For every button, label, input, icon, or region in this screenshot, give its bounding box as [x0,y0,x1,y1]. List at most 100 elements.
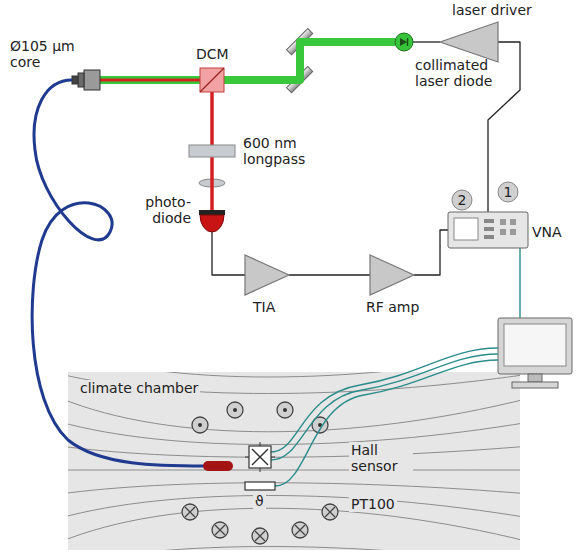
laser-diode: collimated laser diode [395,33,413,51]
field-line [68,372,520,377]
signal-wire [488,42,520,212]
coil-cross [215,525,225,535]
temperature-sensor: PT100 [245,482,275,490]
drawing-part [370,255,414,295]
symbol-label: ϑ [253,493,266,509]
drawing-part [283,408,287,412]
photodiode: photo- diode [199,210,225,232]
drawing-part [504,324,566,366]
drawing-part [260,468,261,472]
temperature-sensor-outline [245,482,275,490]
callout-number: 1 [504,184,513,200]
drawing-part [498,318,572,374]
coil-cross [295,525,305,535]
component-label: PT100 [349,496,397,512]
drawing-part [198,423,202,427]
red-beam [100,79,200,82]
chamber-ground [68,372,520,550]
drawing-part [245,255,289,295]
component-label: TIA [253,299,275,315]
drawing-part [484,227,494,231]
port-circle [498,182,518,202]
longpass-filter-outline [189,145,235,157]
drawing-part [200,68,224,92]
dichroic-mirror: DCM [200,68,224,92]
drawing-part [260,442,261,446]
drawing-part [199,210,225,215]
coil-cross [215,525,225,535]
signal-wire [289,274,370,275]
drawing-part [78,73,84,87]
drawing-part [200,215,224,232]
drawing-part [512,382,558,388]
coil-in [212,522,228,538]
coil-cross [185,507,195,517]
fiber-tip [203,461,233,471]
coil-cross [255,531,265,541]
component-label: climate chamber [78,380,200,396]
drawing-part [454,218,478,240]
coil-in [322,504,338,520]
coil-in [182,504,338,544]
drawing-part [227,402,243,418]
signal-wire [212,232,245,275]
component-label: laser driver [452,2,532,18]
drawing-part [395,33,413,51]
drawing-part [200,68,224,92]
network-analyzer: VNA [448,212,528,248]
drawing-part [189,145,235,157]
drawing-part [84,70,100,90]
drawing-part [448,212,528,248]
amplifier-outline [370,255,414,295]
callout-number: 2 [458,192,467,208]
coil-cross [185,507,195,517]
drawing-part [500,219,506,225]
component-label: collimated laser diode [415,57,501,89]
coil-cross [255,531,265,541]
light-beam [224,42,395,80]
climate-chamber: climate chamberHall sensorPT100 [68,372,520,550]
signal-wire [413,41,440,42]
laser-diode-outline [395,33,413,51]
component-label: VNA [532,224,562,240]
drawing-part [440,22,498,62]
dichroic-mirror-outline [200,68,224,92]
coil-in [182,504,198,520]
coil-cross [325,507,335,517]
drawing-part [245,457,249,458]
drawing-part [271,457,275,458]
optical-fiber [32,80,205,466]
drawing-part [72,76,78,84]
component-label: Hall sensor [349,442,413,474]
amplifier-outline [245,255,289,295]
green-beam [100,76,200,84]
fiber-label: Ø105 µm core [10,38,82,70]
drawing-part [484,219,494,223]
hall-sensor: Hall sensor [249,446,271,468]
field-lines [68,372,520,550]
light-beam [210,157,214,210]
longpass-filter: 600 nm longpass [189,145,235,157]
amplifier: laser driver [440,22,498,62]
network-analyzer-outline [448,212,528,248]
drawing-part [275,360,498,486]
drawing-part [528,374,542,382]
drawing-part [245,482,275,490]
drawing-part [271,348,498,452]
drawing-part [500,229,506,235]
drawing-part [277,402,293,418]
component-label: RF amp [366,299,419,315]
coil-cross [295,525,305,535]
data-cable [271,248,520,486]
coil-cross [325,507,335,517]
field-line [68,470,520,471]
field-line [68,496,520,519]
amplifier: TIA [245,255,289,295]
coil-in [292,522,308,538]
drawing-part [519,248,520,318]
field-line [68,483,520,494]
field-line [68,547,520,551]
photodiode-outline [199,210,225,232]
